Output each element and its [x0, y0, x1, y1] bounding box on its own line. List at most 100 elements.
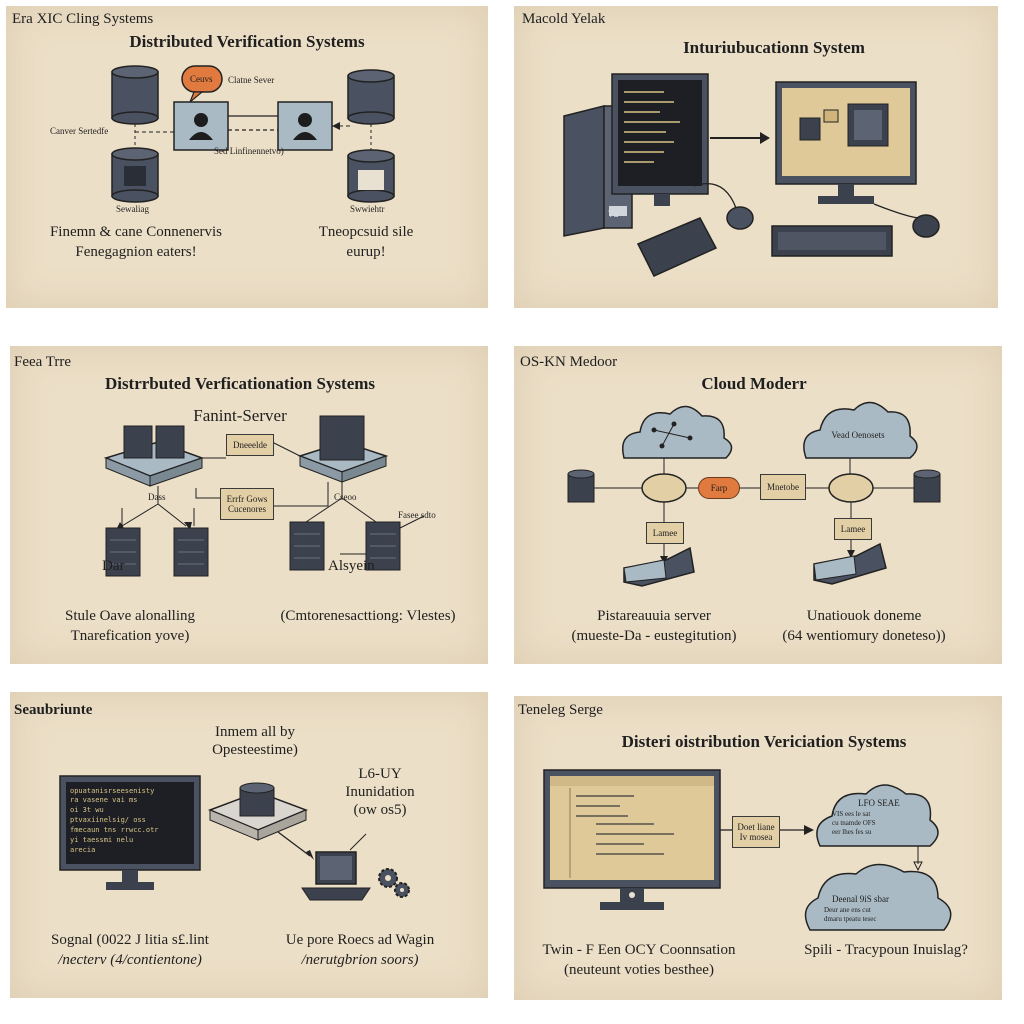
panel-distributed-verification-2: Feea Trre Distrrbuted Verficationation S… — [10, 346, 488, 664]
panel-1-diagram — [111, 65, 395, 203]
caption-left-line-2: (mueste-Da - eustegitution) — [571, 628, 737, 644]
panel-title: Distrrbuted Verficationation Systems — [104, 374, 376, 393]
panel-5-diagram — [59, 775, 410, 901]
panel-title-line-1: Inmem all by — [215, 724, 295, 740]
client-box-icon — [277, 101, 333, 151]
box-left: Lamee — [646, 522, 684, 544]
server-icon — [799, 103, 889, 147]
code-line: yi taessmi nelu — [70, 836, 134, 844]
gear-icon — [378, 868, 410, 898]
cloud-top-line: eer lhes fes su — [832, 828, 872, 836]
box-service: Doet liane Iv mosea — [732, 816, 780, 848]
panel-tag: Teneleg Serge — [518, 702, 603, 718]
code-line: fmecaun tns rrwcc.otr — [70, 826, 159, 834]
panel-distributed-verification-1: Era XIC Cling Systems Distributed Verifi… — [6, 6, 488, 308]
panel-title: Distributed Verification Systems — [129, 32, 365, 51]
panel-information-system: Macold Yelak Inturiubucationn System Ya — [514, 6, 998, 308]
node-icon — [828, 473, 874, 503]
server-rack-icon — [173, 527, 209, 577]
keyboard-icon — [771, 225, 893, 257]
panel-tag: Era XIC Cling Systems — [12, 11, 154, 27]
terminal-text — [624, 91, 680, 163]
client-box-icon — [173, 101, 229, 151]
box-middle: Errfr Gows Cucenores — [220, 488, 274, 520]
database-icon — [913, 469, 941, 503]
right-note: Fasee sdto — [398, 510, 436, 520]
caption-left-line-2: /necterv (4/contientone) — [58, 952, 202, 968]
platform-icon — [623, 546, 695, 587]
mouse-icon — [726, 206, 754, 230]
code-line: oi 3t wu — [70, 806, 104, 814]
server-rack-icon — [289, 521, 325, 571]
pill-node: Farp — [698, 477, 740, 499]
platform-icon — [207, 782, 309, 841]
panel-cloud-model: OS-KN Medoor Cloud Moderr Vead Oenosets … — [514, 346, 1002, 664]
box-top: Dneeelde — [226, 434, 274, 456]
stack-right-label: Alsyein — [328, 558, 375, 574]
cloud-right-label: Vead Oenosets — [831, 430, 885, 440]
connection-label: Canver Sertedfe — [50, 126, 109, 136]
caption-right-line-1: Spili - Tracypoun Inuislag? — [804, 942, 968, 958]
middle-label: Sed Linfinennetvo) — [214, 146, 284, 156]
box-middle: Mnetobe — [760, 474, 806, 500]
panel-tag: Feea Trre — [14, 354, 72, 370]
box-right: Lamee — [834, 518, 872, 540]
cloud-icon — [816, 784, 939, 847]
monitor-icon — [775, 81, 917, 204]
panel-distribution-verification: Teneleg Serge Disteri oistribution Veric… — [514, 696, 1002, 1000]
server-rack-icon — [105, 527, 141, 577]
panel-3-diagram — [103, 415, 425, 577]
cloud-bottom-line: Deur ane ens cut — [824, 906, 871, 914]
cloud-icon — [803, 401, 918, 459]
client-server-label: Clatne Sever — [228, 75, 275, 85]
panel-2-diagram — [563, 73, 940, 277]
monitor-icon — [543, 769, 721, 910]
keyboard-icon — [636, 217, 718, 277]
server-rack-icon — [365, 521, 401, 571]
platform-icon — [813, 542, 887, 585]
panel-tag: Seaubriunte — [14, 702, 93, 718]
caption-left-line-2: Tnarefication yove) — [70, 628, 190, 644]
server-cluster-icon — [103, 425, 205, 487]
caption-right-line-1: Ue pore Roecs ad Wagin — [285, 932, 435, 948]
panel-tag: Macold Yelak — [522, 11, 606, 27]
cloud-bottom-title: Deenal 9iS sbar — [832, 894, 889, 904]
caption-right-line-2: (64 wentiomury doneteso)) — [782, 628, 946, 644]
right-title-line-1: L6-UY — [358, 766, 402, 782]
monitor-icon — [59, 775, 201, 890]
cloud-top-line: VIS ees le sat — [832, 810, 871, 818]
cloud-bottom-line: dmaru tpeatu tesec — [824, 915, 877, 923]
monitor-icon — [611, 73, 709, 206]
panel-subtitle: Fanint-Server — [193, 406, 287, 425]
cloud-icon — [622, 405, 733, 459]
caption-left-line-1: Stule Oave alonalling — [65, 608, 195, 624]
code-line: opuatanisrseesenisty — [70, 787, 155, 795]
code-line: arecia — [70, 846, 96, 854]
db-left-label: Sewaliag — [116, 204, 149, 214]
caption-left-line-1: Pistareauuia server — [597, 608, 711, 624]
database-icon — [347, 69, 395, 125]
panel-title: Disteri oistribution Vericiation Systems — [621, 732, 907, 751]
cloud-top-title: LFO SEAE — [858, 798, 900, 808]
caption-right-line-1: (Cmtorenesacttiong: Vlestes) — [280, 608, 456, 624]
mouse-icon — [912, 214, 940, 238]
caption-left-line-2: (neuteunt voties besthee) — [564, 962, 714, 978]
panel-tag: OS-KN Medoor — [520, 354, 618, 370]
caption-right-line-2: eurup! — [346, 244, 386, 260]
case-label: Ya — [608, 210, 619, 220]
panel-title: Cloud Moderr — [701, 374, 807, 393]
panel-title: Inturiubucationn System — [683, 38, 865, 57]
code-line: ptvaxiinelsig/ oss — [70, 816, 146, 824]
database-icon — [111, 65, 159, 125]
caption-left-line-1: Twin - F Een OCY Coonnsation — [542, 942, 736, 958]
caption-left-line-2: Fenegagnion eaters! — [75, 244, 197, 260]
database-icon — [111, 147, 159, 203]
database-icon — [567, 469, 595, 503]
caption-left-line-1: Finemn & cane Connenervis — [49, 224, 223, 240]
cloud-top-line: cu tnamde OFS — [832, 819, 876, 827]
laptop-icon — [301, 851, 371, 901]
speech-bubble-icon — [181, 65, 223, 103]
panel-integration: Seaubriunte Inmem all by Opesteestime) L… — [10, 692, 488, 998]
stack-left-label: Dar — [102, 558, 125, 574]
node-left-label: Dass — [148, 492, 166, 502]
